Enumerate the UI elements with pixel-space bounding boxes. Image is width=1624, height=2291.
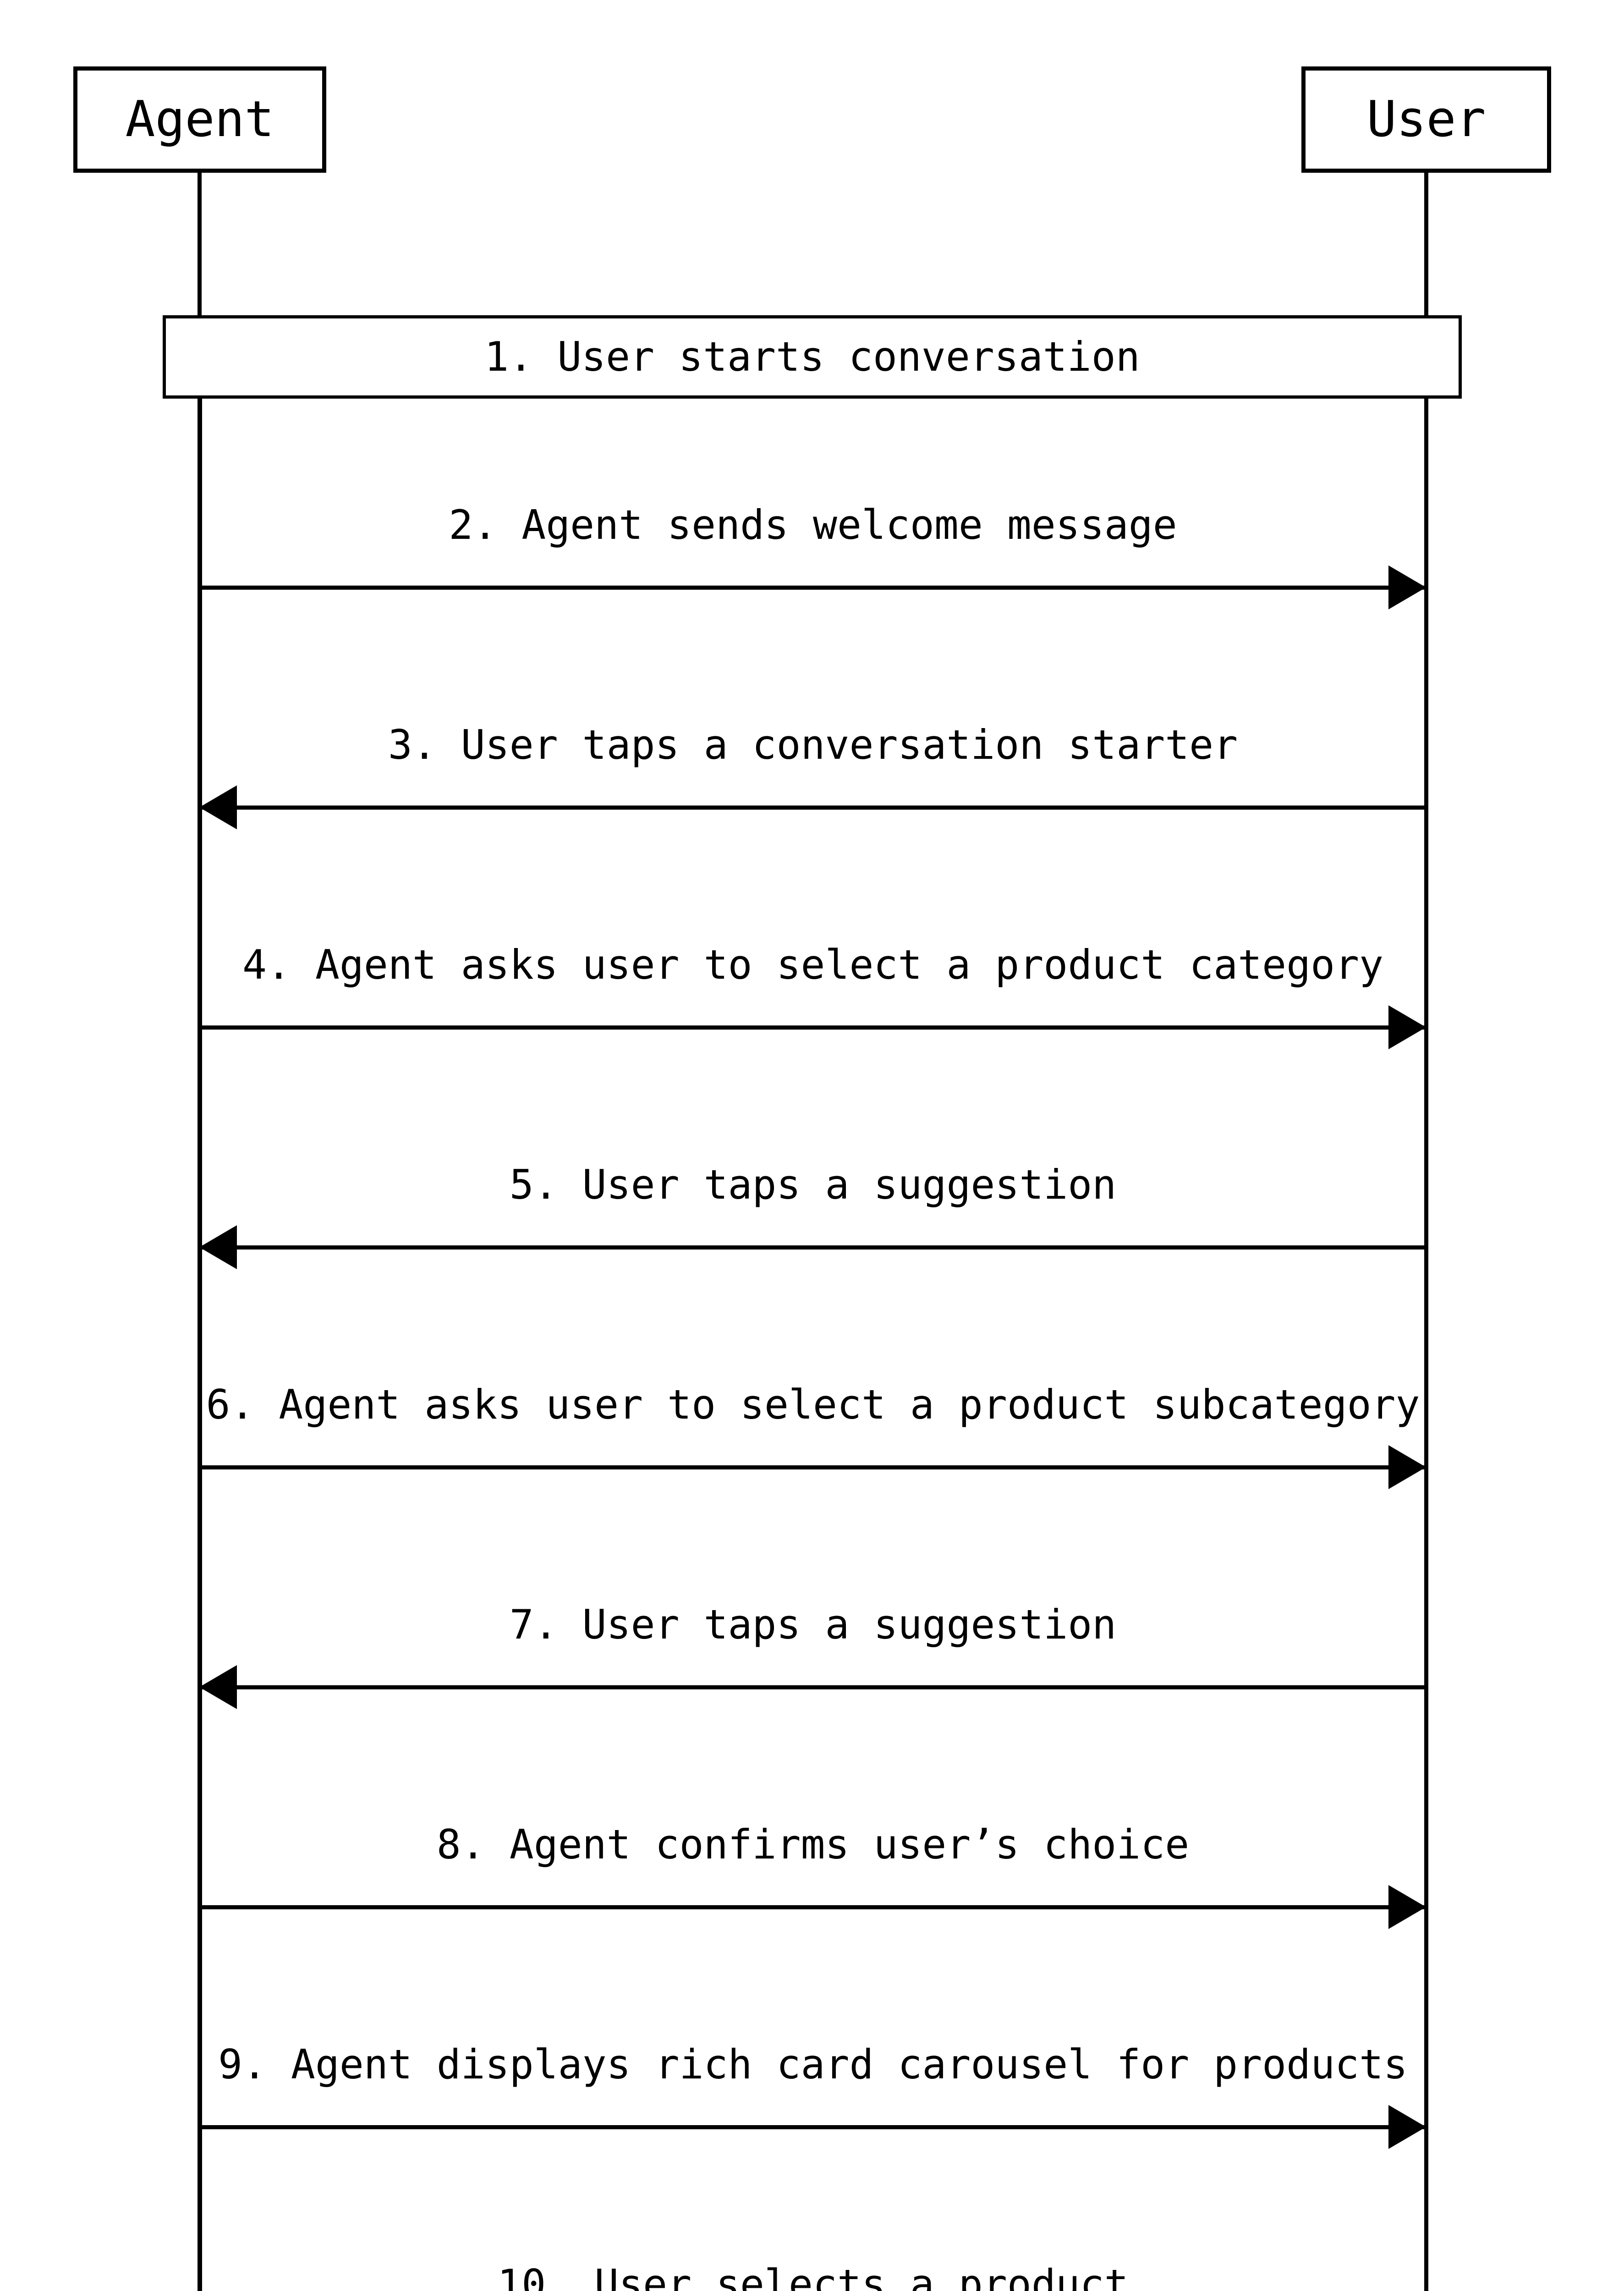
message-label-6: 6. Agent asks user to select a product s…	[206, 1381, 1420, 1428]
message-line-2[interactable]	[199, 586, 1426, 590]
message-row-7[interactable]: 7. User taps a suggestion	[198, 1498, 1428, 1718]
message-line-6[interactable]	[199, 1465, 1426, 1469]
arrowhead-right-2	[1388, 565, 1426, 609]
message-row-8[interactable]: 8. Agent confirms user’s choice	[198, 1718, 1428, 1938]
arrowhead-right-8	[1388, 1885, 1426, 1929]
arrowhead-right-6	[1388, 1445, 1426, 1489]
message-row-5[interactable]: 5. User taps a suggestion	[198, 1058, 1428, 1278]
message-line-3[interactable]	[199, 806, 1426, 810]
message-label-8: 8. Agent confirms user’s choice	[436, 1821, 1190, 1868]
arrowhead-left-5	[199, 1225, 237, 1269]
arrowhead-left-7	[199, 1665, 237, 1709]
message-line-8[interactable]	[199, 1905, 1426, 1909]
message-label-7: 7. User taps a suggestion	[509, 1601, 1117, 1648]
participant-box-agent-top[interactable]: Agent	[73, 66, 326, 173]
message-line-7[interactable]	[199, 1685, 1426, 1689]
message-line-5[interactable]	[199, 1245, 1426, 1250]
message-label-3: 3. User taps a conversation starter	[388, 721, 1238, 768]
message-label-4: 4. Agent asks user to select a product c…	[242, 941, 1384, 988]
message-row-6[interactable]: 6. Agent asks user to select a product s…	[198, 1278, 1428, 1498]
message-row-2[interactable]: 2. Agent sends welcome message	[198, 399, 1428, 619]
message-label-2: 2. Agent sends welcome message	[449, 501, 1177, 548]
message-label-1: 1. User starts conversation	[484, 333, 1140, 380]
participant-label-user-top: User	[1366, 91, 1486, 148]
message-row-4[interactable]: 4. Agent asks user to select a product c…	[198, 839, 1428, 1058]
participant-label-agent-top: Agent	[125, 91, 274, 148]
participant-box-user-top[interactable]: User	[1301, 66, 1551, 173]
message-label-5: 5. User taps a suggestion	[509, 1161, 1117, 1208]
message-self-box-1[interactable]: 1. User starts conversation	[163, 315, 1462, 399]
message-row-10[interactable]: 10. User selects a product	[198, 2158, 1428, 2291]
message-label-9: 9. Agent displays rich card carousel for…	[218, 2041, 1408, 2088]
message-line-9[interactable]	[199, 2125, 1426, 2129]
arrowhead-right-9	[1388, 2105, 1426, 2149]
message-label-10: 10. User selects a product	[497, 2261, 1129, 2291]
message-line-4[interactable]	[199, 1025, 1426, 1030]
arrowhead-left-3	[199, 785, 237, 829]
arrowhead-right-4	[1388, 1005, 1426, 1049]
